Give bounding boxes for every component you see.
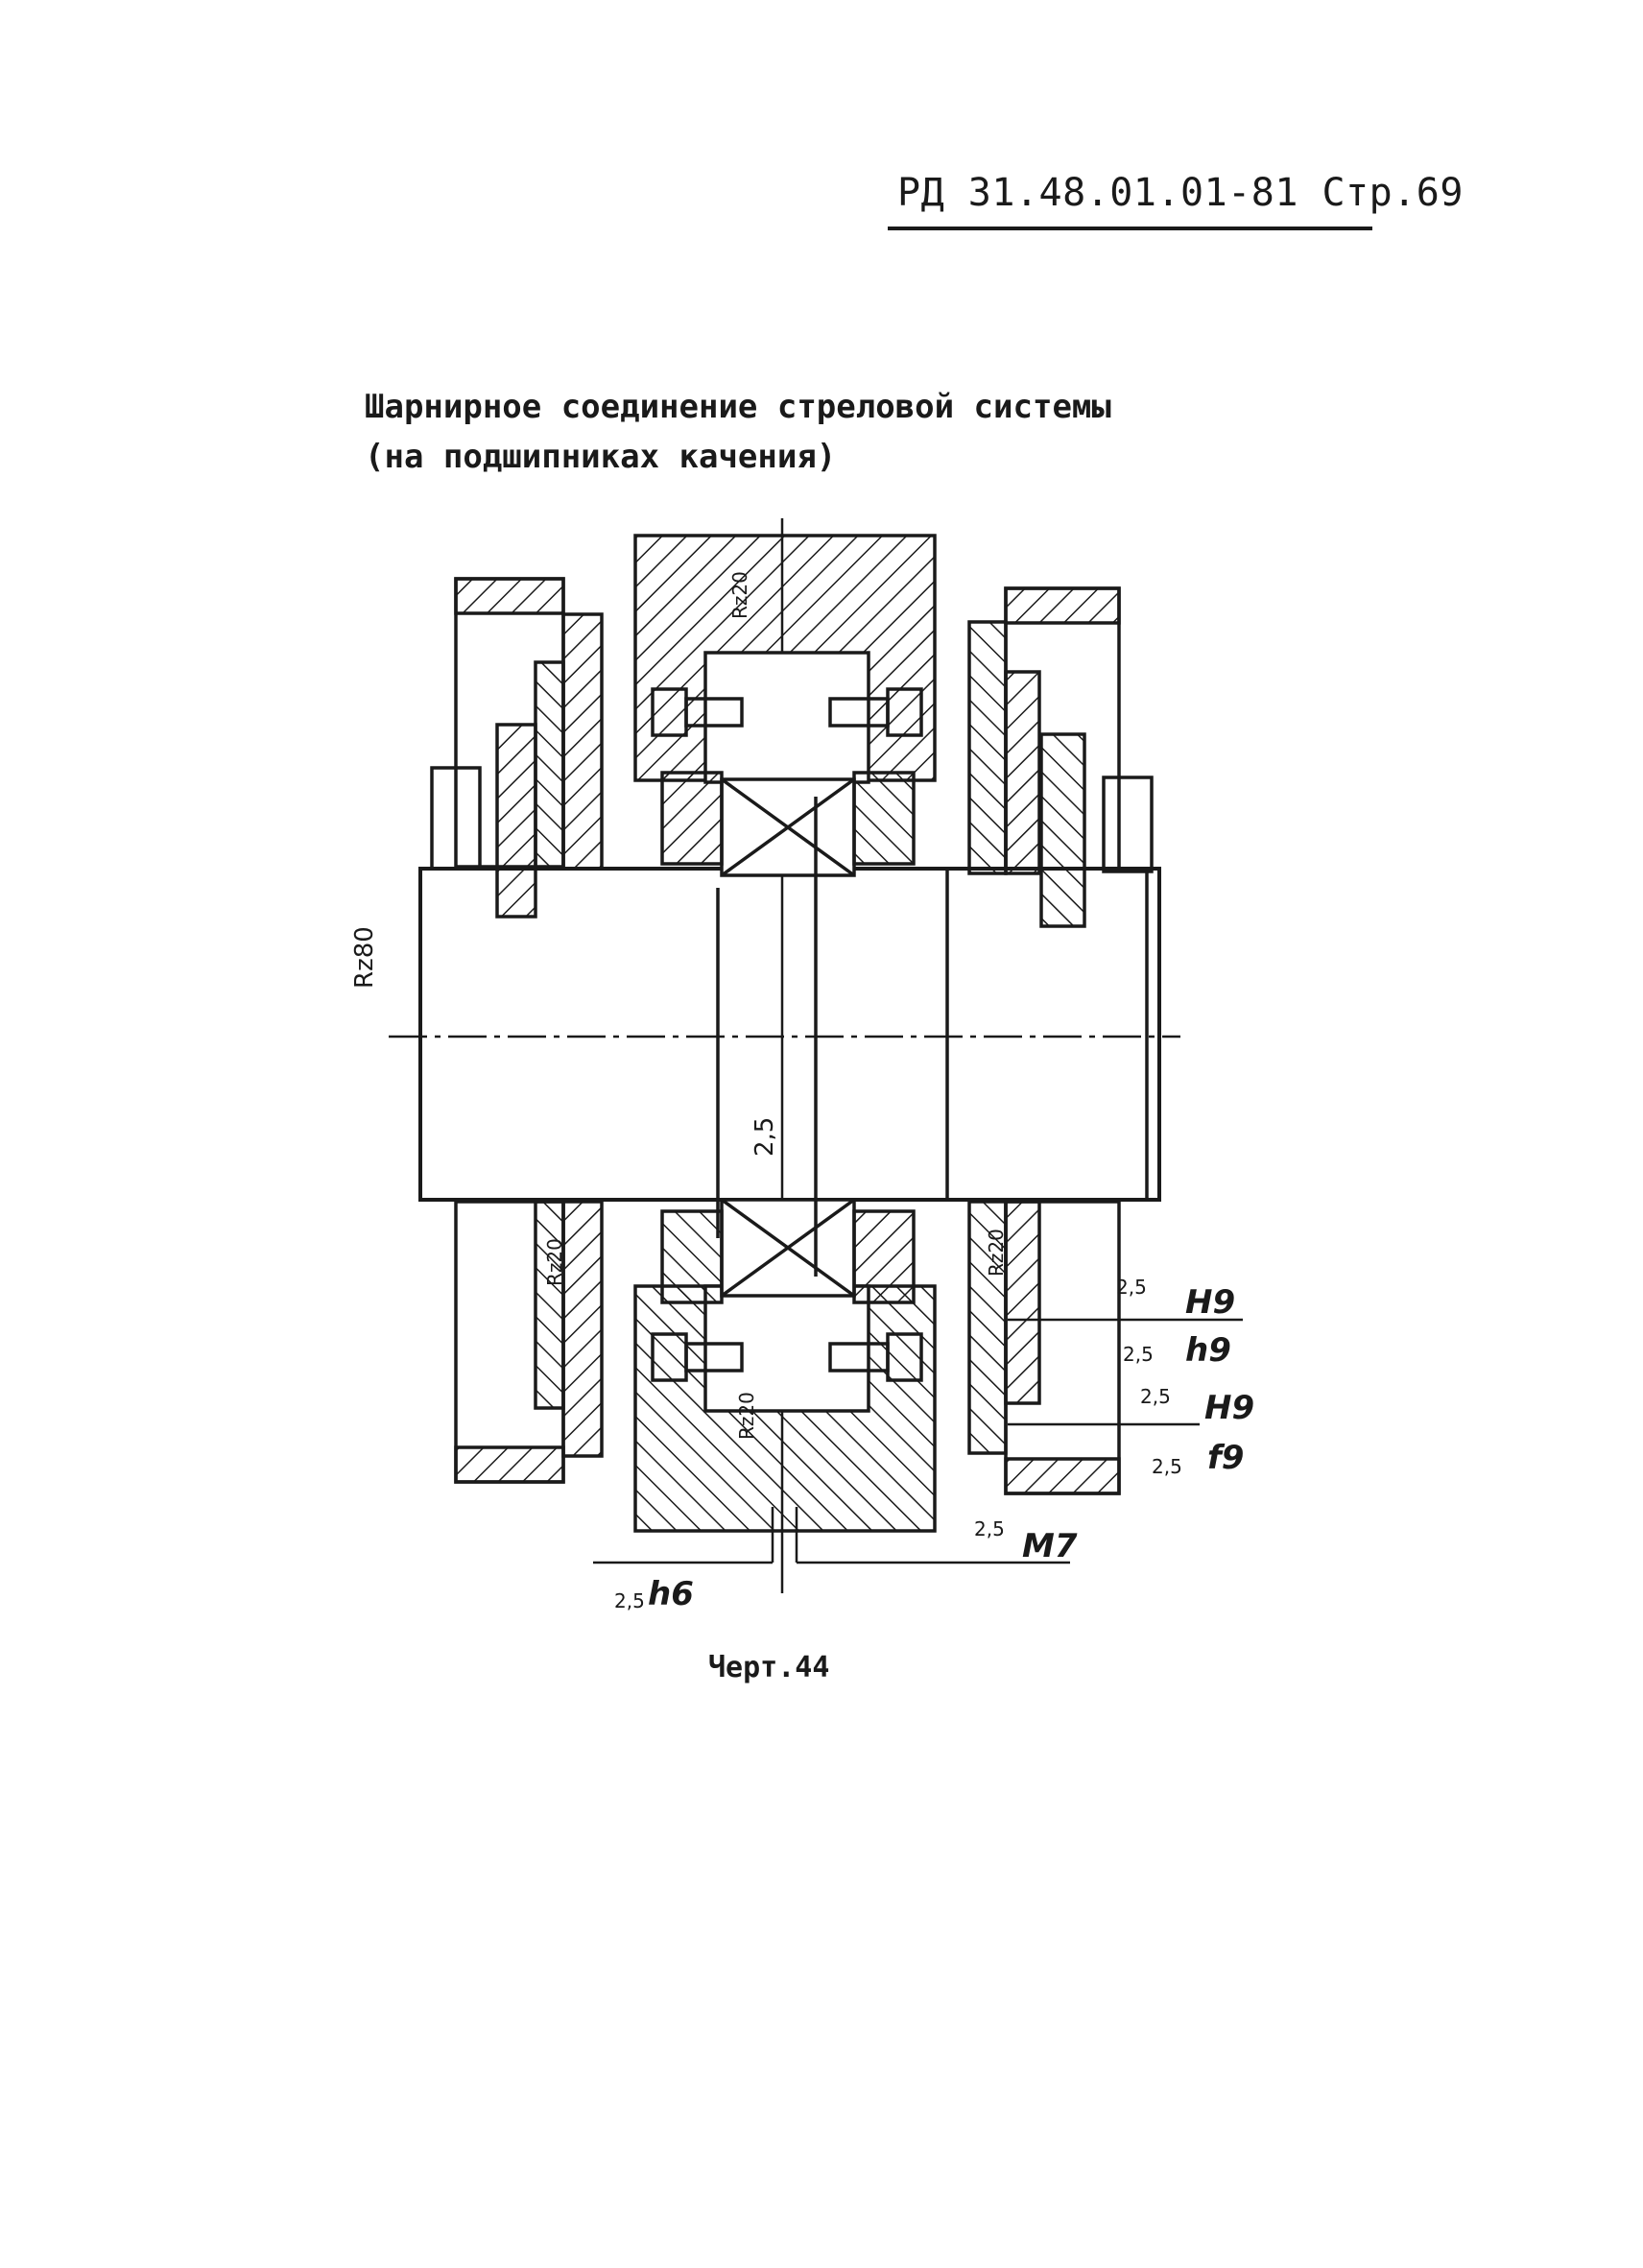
cover-top-left: [660, 771, 724, 866]
right-plate-outer-top: [967, 620, 1008, 875]
left-plate-outer-top: [561, 612, 604, 871]
cover-top-right: [852, 771, 916, 866]
roughness-hub-bottom-label: Rz20: [735, 1392, 758, 1440]
right-plate-inner-top: [1004, 670, 1041, 875]
hub-top-bore: [703, 651, 870, 784]
roughness-right-plate-label: Rz20: [985, 1229, 1008, 1277]
left-nut-plate: [495, 723, 537, 919]
fit-h9f9-roughness-bottom: 2,5: [1152, 1455, 1182, 1478]
roughness-left-plate-label: Rz20: [543, 1238, 566, 1286]
fit-h9h9-roughness-bottom: 2,5: [1123, 1343, 1154, 1366]
roughness-shaft-label: Rz80: [350, 926, 379, 989]
left-bolt-head: [430, 766, 482, 871]
fit-h9f9-bottom: f9: [1207, 1439, 1244, 1477]
bearing-top-cross-b: [720, 777, 856, 877]
fit-h9f9-roughness-top: 2,5: [1140, 1385, 1171, 1408]
hub-bottom-bore: [703, 1284, 870, 1413]
roughness-hub-top-label: Rz20: [728, 571, 751, 619]
right-plate-inner-bottom: [1004, 1200, 1041, 1405]
fit-h9h9-top: H9: [1185, 1283, 1235, 1322]
right-nut-plate: [1039, 732, 1086, 928]
fit-h6-label: h6: [648, 1575, 694, 1613]
title-line-1: Шарнирное соединение стреловой системы: [365, 388, 1111, 426]
right-plate-outer-bottom: [967, 1200, 1008, 1455]
left-plate-inner-bottom: [534, 1200, 565, 1410]
fit-m7-roughness: 2,5: [974, 1517, 1005, 1540]
left-plate-outer-bottom: [561, 1200, 604, 1458]
left-cap-bottom: [454, 1445, 565, 1484]
document-reference: РД 31.48.01.01-81 Стр.69: [897, 171, 1464, 215]
drawing-title: Шарнирное соединение стреловой системы (…: [365, 382, 1111, 482]
left-cap-top: [454, 577, 565, 615]
bolt-shank-bottom-left: [684, 1342, 744, 1373]
cover-bottom-right: [852, 1209, 916, 1304]
bolt-shank-bottom-right: [828, 1342, 890, 1373]
roughness-center-label: 2,5: [750, 1117, 779, 1157]
fit-h6-roughness: 2,5: [614, 1589, 645, 1612]
bolt-shank-top-left: [684, 697, 744, 728]
figure-caption: Черт.44: [708, 1651, 830, 1684]
left-plate-inner-top: [534, 660, 565, 871]
fit-h9h9-bottom: h9: [1185, 1331, 1231, 1370]
fit-h9f9-top: H9: [1204, 1389, 1254, 1427]
right-bolt-head: [1102, 776, 1154, 873]
header-underline: [888, 227, 1372, 230]
bolt-shank-top-right: [828, 697, 890, 728]
right-cap-top: [1004, 586, 1121, 625]
right-cap-bottom: [1004, 1457, 1121, 1495]
title-line-2: (на подшипниках качения): [365, 438, 837, 476]
bearing-bottom-cross-b: [720, 1198, 856, 1298]
fit-m7-label: M7: [1022, 1527, 1078, 1565]
fit-h9h9-roughness-top: 2,5: [1116, 1276, 1147, 1299]
cover-bottom-left: [660, 1209, 724, 1304]
